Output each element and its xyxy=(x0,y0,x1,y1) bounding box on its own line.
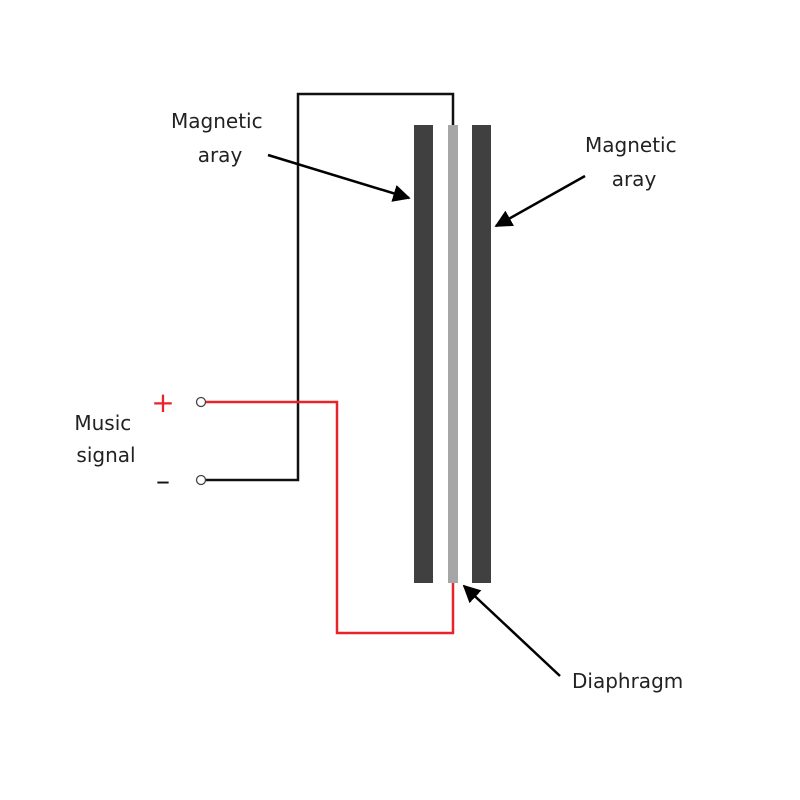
music-signal-label: Music signal xyxy=(74,411,137,467)
diaphragm xyxy=(448,125,458,583)
music-signal-label-line2: signal xyxy=(76,443,135,467)
left-magnetic-array xyxy=(414,125,433,583)
right-magnet-label: Magnetic aray xyxy=(585,133,683,191)
right-magnetic-array xyxy=(472,125,491,583)
right-magnet-label-line2: aray xyxy=(612,167,657,191)
left-magnet-label: Magnetic aray xyxy=(171,109,269,167)
left-magnet-label-line2: aray xyxy=(198,143,243,167)
right-magnet-label-line1: Magnetic xyxy=(585,133,677,157)
negative-wire xyxy=(204,92,455,482)
diaphragm-arrow xyxy=(462,584,561,677)
positive-wire xyxy=(204,400,455,635)
minus-sign: – xyxy=(156,464,170,497)
negative-terminal xyxy=(195,474,207,486)
plus-sign: + xyxy=(151,386,174,419)
left-magnet-arrow xyxy=(267,153,411,202)
diaphragm-label: Diaphragm xyxy=(572,669,683,693)
left-magnet-label-line1: Magnetic xyxy=(171,109,263,133)
positive-terminal xyxy=(195,396,207,408)
right-magnet-arrow xyxy=(494,174,586,228)
music-signal-label-line1: Music xyxy=(74,411,131,435)
